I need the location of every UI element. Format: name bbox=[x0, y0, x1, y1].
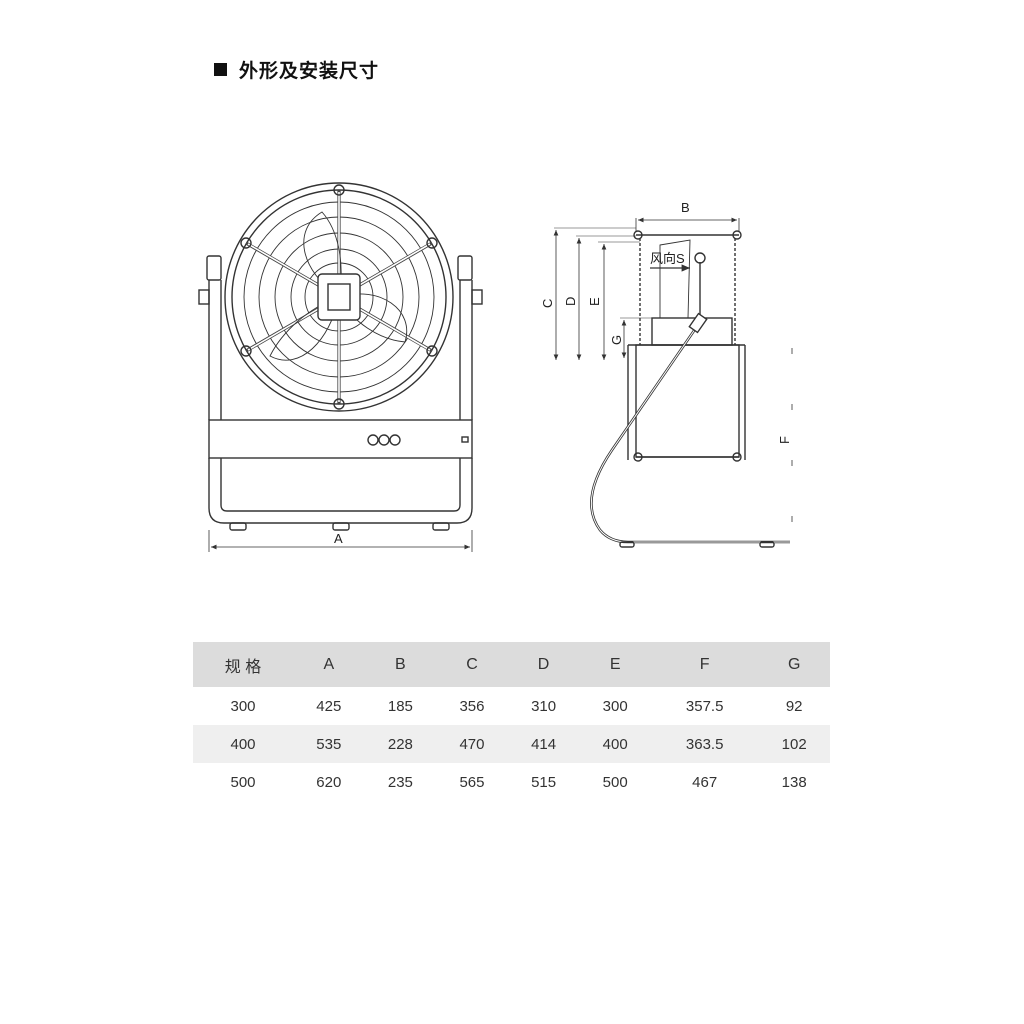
control-knob bbox=[389, 434, 401, 446]
table-cell: 357.5 bbox=[685, 697, 724, 715]
dim-label-a: A bbox=[334, 531, 343, 546]
table-cell: 414 bbox=[531, 735, 557, 753]
duct-body bbox=[635, 344, 740, 458]
filled-square-icon bbox=[214, 63, 227, 76]
motor-body bbox=[651, 317, 733, 346]
table-cell: 500 bbox=[230, 773, 256, 791]
table-row: 500 620 235 565 515 500 467 138 bbox=[193, 763, 830, 801]
foot bbox=[619, 541, 635, 548]
dim-label-c: C bbox=[540, 299, 555, 308]
fan-blade bbox=[269, 296, 340, 361]
section-title-text: 外形及安装尺寸 bbox=[239, 60, 380, 82]
table-cell: 500 bbox=[602, 773, 628, 791]
header-b: B bbox=[395, 655, 406, 673]
table-cell: 400 bbox=[602, 735, 628, 753]
header-g: G bbox=[787, 655, 801, 673]
section-title: 外形及安装尺寸 bbox=[214, 56, 379, 83]
header-e: E bbox=[609, 655, 621, 673]
stand-frame bbox=[590, 321, 790, 544]
table-cell: 92 bbox=[785, 697, 803, 715]
table-row: 300 425 185 356 310 300 357.5 92 bbox=[193, 687, 830, 725]
header-spec: 规 格 bbox=[224, 658, 262, 676]
table-cell: 467 bbox=[692, 773, 718, 791]
fan-outer-ring bbox=[224, 182, 454, 412]
dimension-drawing: A bbox=[198, 182, 793, 552]
table-cell: 228 bbox=[387, 735, 413, 753]
table-cell: 535 bbox=[316, 735, 342, 753]
dim-label-e: E bbox=[587, 297, 602, 306]
spec-table: 规 格 A B C D E F G 300 425 185 356 310 30… bbox=[193, 642, 830, 801]
side-view bbox=[553, 217, 793, 548]
table-cell: 425 bbox=[316, 697, 342, 715]
table-cell: 565 bbox=[459, 773, 485, 791]
airflow-label: 风向S bbox=[650, 251, 685, 266]
control-knob bbox=[378, 434, 390, 446]
table-cell: 310 bbox=[531, 697, 557, 715]
table-cell: 300 bbox=[230, 697, 256, 715]
header-a: A bbox=[323, 655, 335, 673]
foot bbox=[759, 541, 775, 548]
table-cell: 102 bbox=[781, 735, 807, 753]
control-box bbox=[208, 419, 473, 459]
table-cell: 400 bbox=[230, 735, 256, 753]
table-cell: 620 bbox=[316, 773, 342, 791]
header-c: C bbox=[466, 655, 478, 673]
foot bbox=[332, 522, 350, 531]
header-f: F bbox=[699, 655, 710, 673]
header-d: D bbox=[537, 655, 550, 673]
table-cell: 235 bbox=[387, 773, 413, 791]
foot bbox=[432, 522, 450, 531]
fan-blade bbox=[303, 211, 342, 298]
control-knob bbox=[367, 434, 379, 446]
foot bbox=[229, 522, 247, 531]
left-bracket bbox=[206, 255, 222, 281]
dim-label-d: D bbox=[563, 297, 578, 306]
table-header-row: 规 格 A B C D E F G bbox=[193, 642, 830, 687]
table-cell: 185 bbox=[387, 697, 413, 715]
table-cell: 356 bbox=[459, 697, 485, 715]
dim-label-f: F bbox=[777, 436, 792, 444]
right-bracket bbox=[457, 255, 473, 281]
table-cell: 515 bbox=[531, 773, 557, 791]
base-frame bbox=[208, 458, 473, 524]
table-cell: 138 bbox=[781, 773, 807, 791]
front-view bbox=[198, 182, 483, 552]
table-cell: 300 bbox=[602, 697, 628, 715]
dim-label-b: B bbox=[681, 200, 690, 215]
table-row: 400 535 228 470 414 400 363.5 102 bbox=[193, 725, 830, 763]
table-cell: 363.5 bbox=[685, 735, 724, 753]
dim-label-g: G bbox=[609, 335, 624, 345]
table-cell: 470 bbox=[459, 735, 485, 753]
